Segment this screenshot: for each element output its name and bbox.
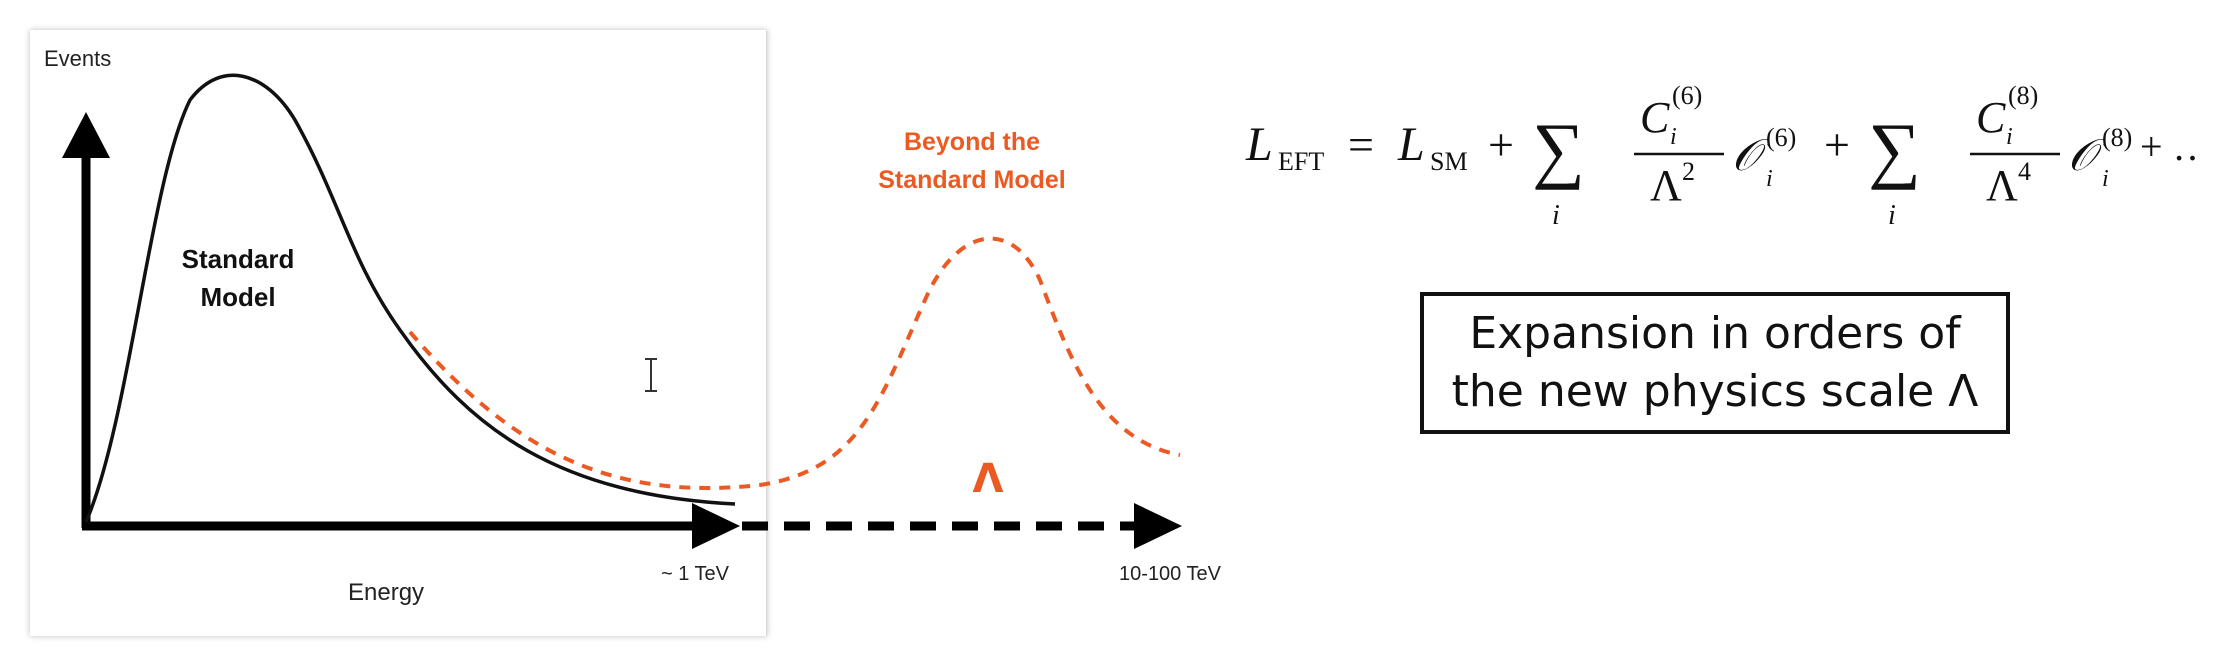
eq-o6-sup: (6) xyxy=(1766,123,1796,152)
diagram-panel xyxy=(30,30,767,636)
eq-o6-sub: i xyxy=(1766,166,1773,192)
expansion-caption-box: Expansion in orders of the new physics s… xyxy=(1420,292,2010,434)
eq-lambda2: Λ xyxy=(1650,161,1682,210)
y-axis-arrow xyxy=(62,112,110,158)
x-axis-extension-arrow xyxy=(1134,503,1182,549)
x-axis-arrow xyxy=(692,503,740,549)
caption-line1: Expansion in orders of xyxy=(1469,308,1961,359)
text-cursor-icon xyxy=(645,358,657,392)
scale-symbol-label: Λ xyxy=(973,456,1004,502)
eq-c8-sub: i xyxy=(2006,124,2013,150)
eq-sm-sub: SM xyxy=(1430,147,1468,176)
eq-plus1: + xyxy=(1488,119,1514,170)
eq-sum1: ∑ xyxy=(1532,109,1585,191)
eq-c6-sub: i xyxy=(1670,124,1677,150)
eq-o8-sup: (8) xyxy=(2102,123,2132,152)
eq-sum2: ∑ xyxy=(1868,109,1921,191)
eq-c6-sup: (6) xyxy=(1672,81,1702,110)
x-axis-label: Energy xyxy=(348,579,424,606)
eq-lambda4-pow: 4 xyxy=(2018,157,2031,186)
eq-o8: 𝒪 xyxy=(2068,131,2106,180)
tick-label-1tev: ~ 1 TeV xyxy=(661,563,730,585)
sm-label-line2: Model xyxy=(200,282,275,312)
eq-o8-sub: i xyxy=(2102,166,2109,192)
tick-label-100tev: 10-100 TeV xyxy=(1119,563,1222,585)
eq-lhs-sub: EFT xyxy=(1278,147,1324,176)
standard-model-curve xyxy=(84,73,736,523)
eq-c6: C xyxy=(1640,93,1670,142)
eq-equals: = xyxy=(1348,119,1374,170)
eq-lambda4: Λ xyxy=(1986,161,2018,210)
eq-plus2: + xyxy=(1824,119,1850,170)
eft-equation: L EFT = L SM + ∑ i C i (6) Λ 2 𝒪 i (6) +… xyxy=(1245,81,2200,231)
eq-c8: C xyxy=(1976,93,2006,142)
bsm-label-line1: Beyond the xyxy=(904,128,1040,156)
eq-lhs: L xyxy=(1245,118,1273,171)
eq-sum1-index: i xyxy=(1552,200,1560,231)
sm-label-line1: Standard xyxy=(182,244,295,274)
caption-line2: the new physics scale Λ xyxy=(1451,366,1979,417)
eq-lambda2-pow: 2 xyxy=(1682,157,1695,186)
eq-c8-sup: (8) xyxy=(2008,81,2038,110)
eq-sm: L xyxy=(1397,118,1425,171)
eq-o6: 𝒪 xyxy=(1732,131,1770,180)
eq-tail: + … xyxy=(2140,124,2200,169)
y-axis-label: Events xyxy=(44,46,111,71)
bsm-label-line2: Standard Model xyxy=(878,166,1066,194)
eq-sum2-index: i xyxy=(1888,200,1896,231)
